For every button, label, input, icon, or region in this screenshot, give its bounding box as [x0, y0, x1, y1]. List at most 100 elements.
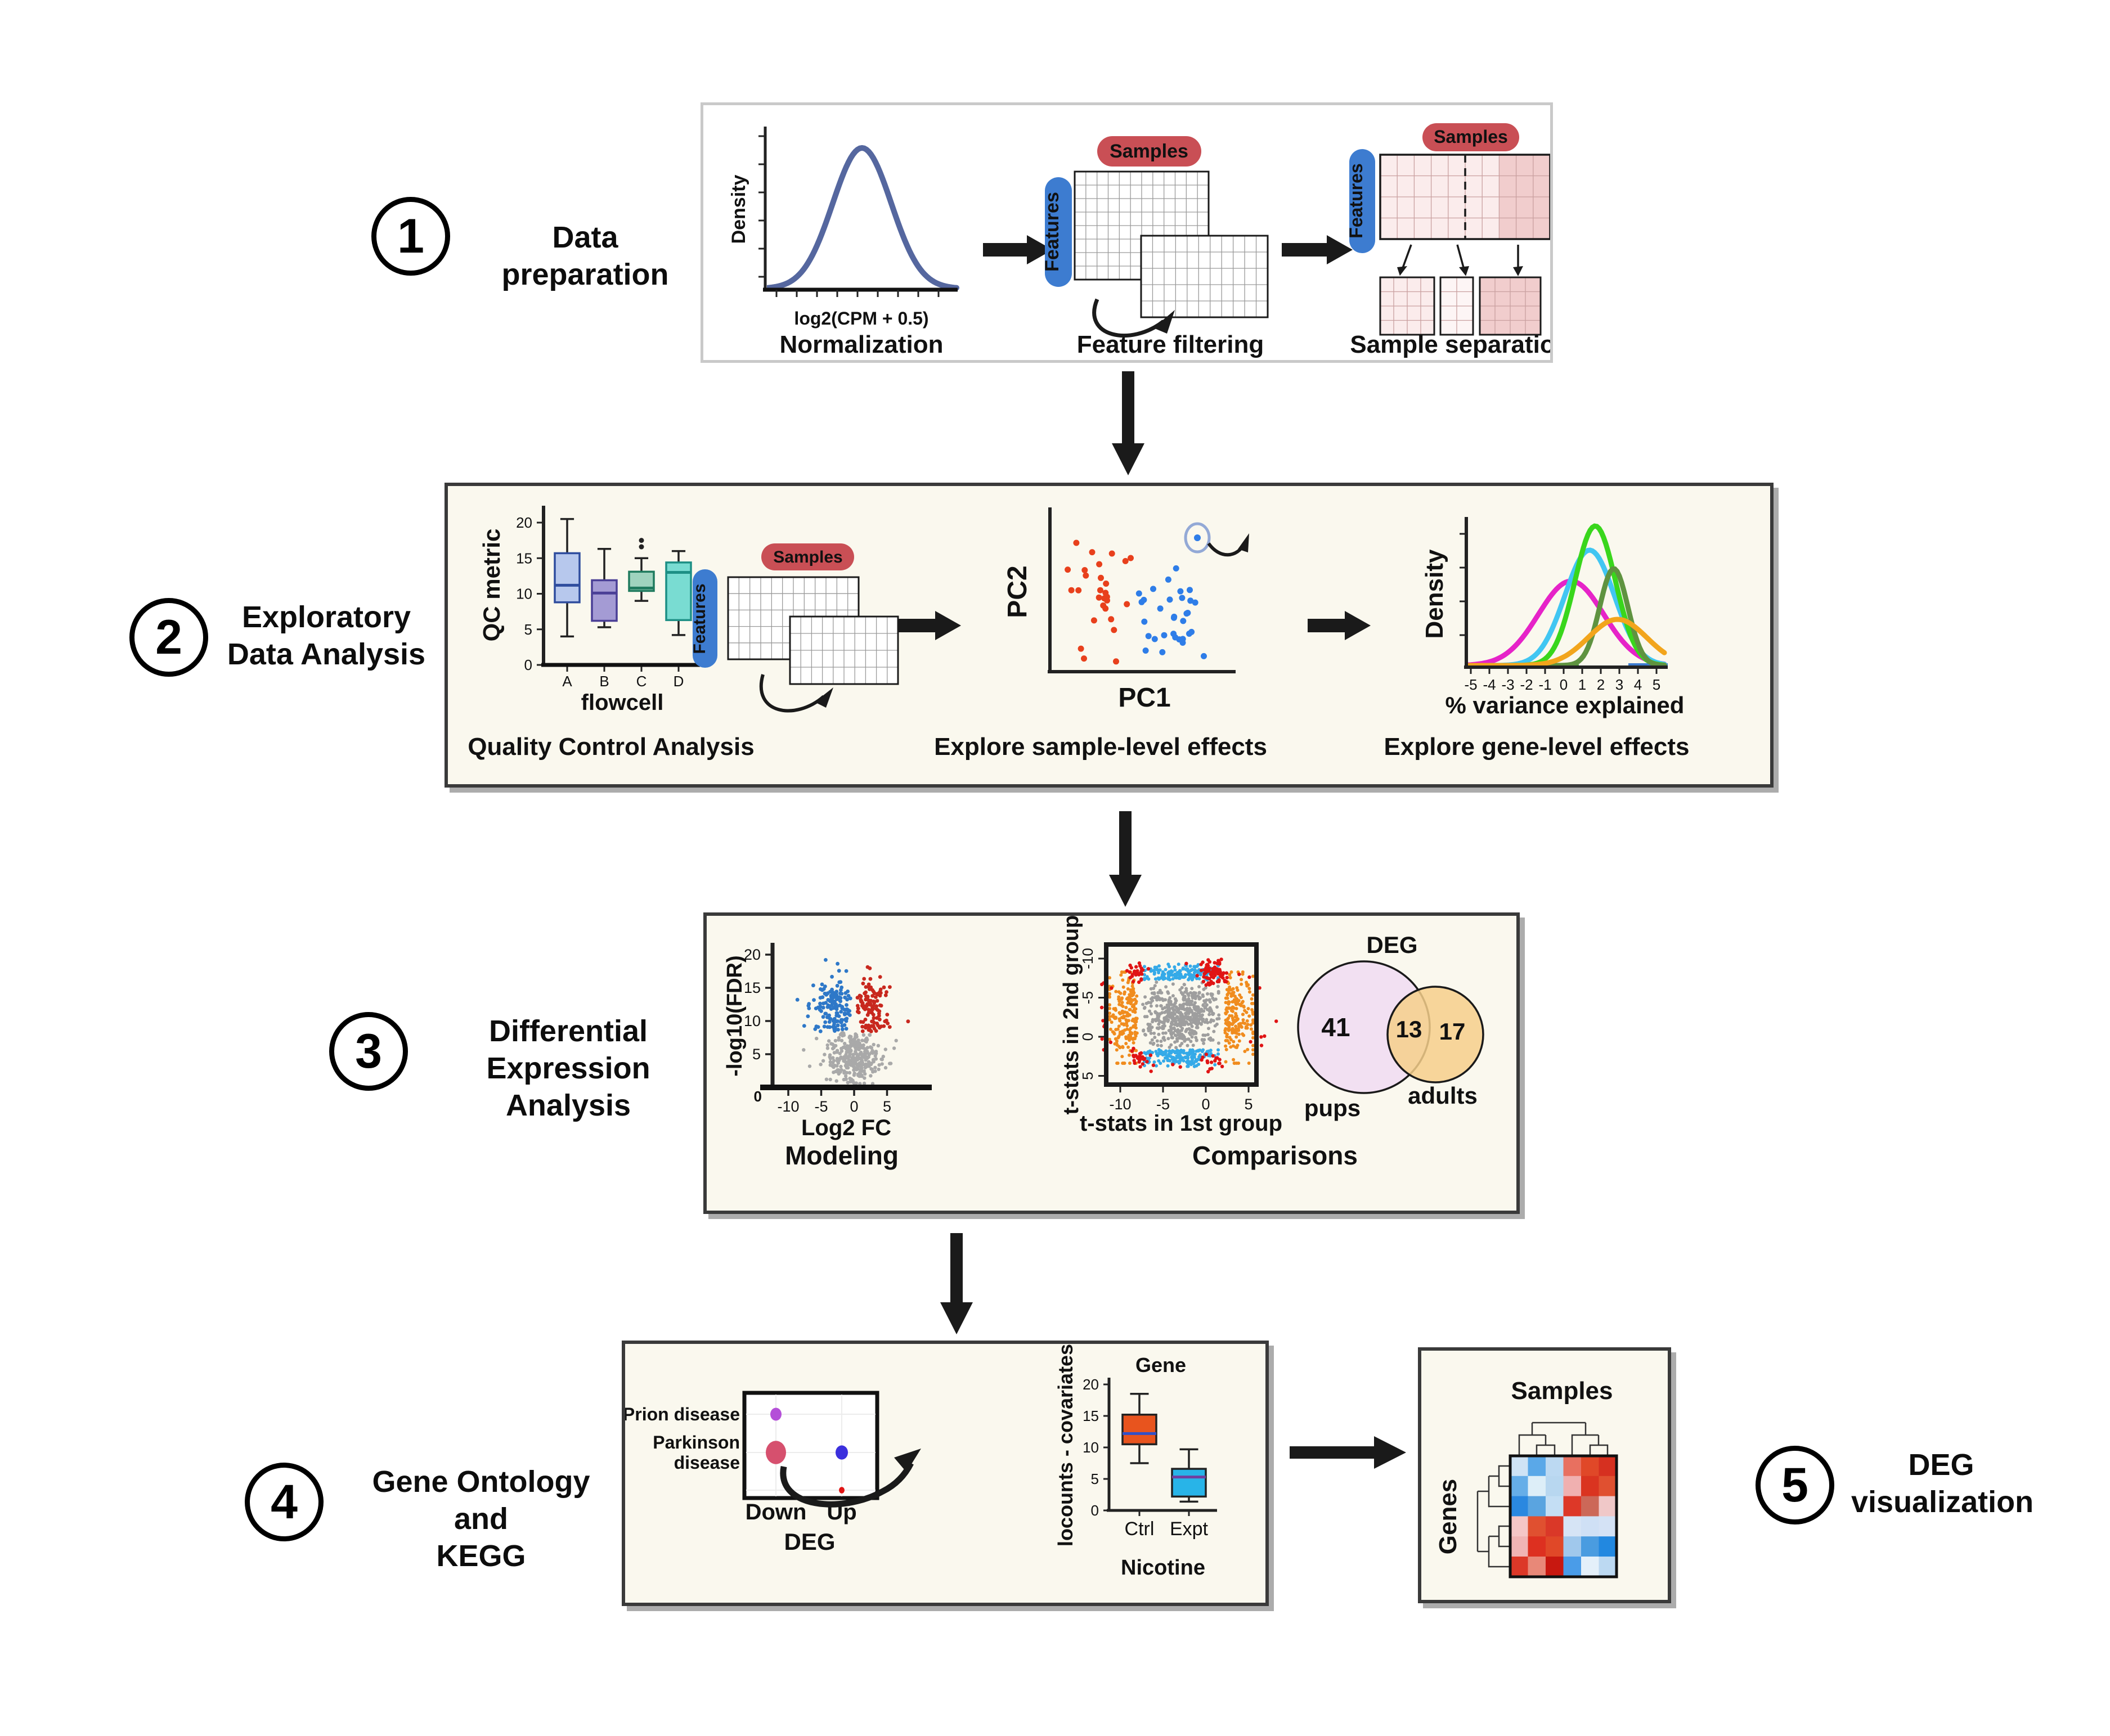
- svg-text:20: 20: [1083, 1376, 1099, 1393]
- dotplot-row2-label-line2: disease: [674, 1452, 740, 1473]
- sample-separation-caption: Sample separation: [1350, 331, 1550, 358]
- arrow-right-icon: [1282, 235, 1353, 264]
- step-4-badge: 4: [245, 1463, 324, 1541]
- samples-pill-label: Samples: [773, 548, 842, 566]
- svg-text:0: 0: [1560, 676, 1568, 693]
- normalization-caption: Normalization: [780, 331, 944, 358]
- outlier-circle-icon: [1184, 522, 1211, 554]
- arrow-right-icon: [983, 235, 1053, 264]
- density-xlabel: % variance explained: [1445, 692, 1685, 718]
- step-1-label: Data preparation: [501, 221, 669, 291]
- dotplot-row1-label: Prion disease: [625, 1404, 740, 1424]
- venn-left-value: 41: [1321, 1013, 1350, 1042]
- feature-filtering-graphic: Samples Features Feature filtering: [1041, 136, 1269, 358]
- step-4-label-line2: KEGG: [436, 1539, 526, 1573]
- volcano-origin-label: 0: [754, 1088, 762, 1105]
- qc-ylabel: QC metric: [478, 529, 505, 642]
- step-2-label-line1: Exploratory: [241, 600, 411, 634]
- volcano-caption: Modeling: [785, 1141, 899, 1170]
- volcano-ylabel: -log10(FDR): [723, 955, 747, 1076]
- pca-ylabel: PC2: [1003, 565, 1032, 618]
- step-5-label: DEG visualization: [1851, 1447, 2033, 1521]
- step-4-label: Gene Ontology and KEGG: [343, 1464, 619, 1575]
- svg-text:-5: -5: [1079, 991, 1096, 1004]
- step-2-label: Exploratory Data Analysis: [225, 599, 428, 673]
- svg-text:0: 0: [1201, 1096, 1210, 1113]
- features-pill-label: Features: [690, 583, 709, 654]
- features-pill-label: Features: [1346, 163, 1366, 238]
- svg-text:20: 20: [744, 946, 761, 963]
- svg-text:-3: -3: [1501, 676, 1514, 693]
- svg-text:5: 5: [752, 1046, 761, 1063]
- svg-text:5: 5: [1244, 1096, 1252, 1113]
- svg-text:Ctrl: Ctrl: [1125, 1518, 1155, 1540]
- svg-text:-5: -5: [1156, 1096, 1170, 1113]
- dotplot-curved-arrow-icon: [780, 1461, 914, 1508]
- heatmap-side-label: Genes: [1434, 1479, 1462, 1555]
- normalization-ylabel: Density: [728, 175, 749, 244]
- samples-pill: [761, 543, 854, 570]
- arrow-down-icon: [1109, 811, 1142, 907]
- svg-text:10: 10: [744, 1013, 761, 1029]
- arrow-right-icon: [898, 611, 961, 640]
- svg-text:5: 5: [883, 1098, 891, 1115]
- svg-text:D: D: [674, 673, 684, 690]
- arrow-down-icon: [940, 1233, 973, 1334]
- step-5-badge: 5: [1756, 1446, 1834, 1524]
- curved-arrowhead-icon: [1153, 310, 1175, 334]
- step-3-label-line2: Expression Analysis: [486, 1051, 650, 1122]
- pca-xlabel: PC1: [1118, 683, 1170, 713]
- features-pill: [693, 569, 717, 668]
- svg-text:15: 15: [516, 550, 532, 566]
- svg-text:5: 5: [1079, 1072, 1096, 1080]
- sample-separation-graphic: Samples Features Sample separation: [1346, 123, 1550, 358]
- venn-diagram: DEG 41 13 17 pups adults: [1297, 932, 1484, 1121]
- volcano-xlabel: Log2 FC: [801, 1116, 891, 1140]
- enrichment-dotplot: Prion disease Parkinson disease Down Up …: [625, 1391, 921, 1555]
- qc-caption: Quality Control Analysis: [468, 733, 754, 761]
- density-ylabel: Density: [1421, 549, 1448, 638]
- venn-title: DEG: [1366, 932, 1417, 958]
- panel-data-preparation: Density log2(CPM + 0.5) Normalization Sa…: [701, 102, 1553, 363]
- svg-text:-2: -2: [1520, 676, 1533, 693]
- svg-text:Expt: Expt: [1170, 1518, 1209, 1540]
- qc-xlabel: flowcell: [581, 690, 664, 715]
- panel-deg-heatmap: Samples Genes: [1418, 1347, 1671, 1603]
- svg-text:-5: -5: [814, 1098, 828, 1115]
- venn-overlap-value: 13: [1396, 1016, 1422, 1042]
- step-2-badge: 2: [129, 598, 208, 677]
- svg-text:10: 10: [1083, 1439, 1099, 1456]
- tstats-xlabel: t-stats in 1st group: [1080, 1111, 1282, 1136]
- data-preparation-graphics: Density log2(CPM + 0.5) Normalization Sa…: [728, 123, 1550, 358]
- column-dendrogram: [1518, 1422, 1609, 1456]
- step-2-label-line2: Data Analysis: [227, 637, 426, 671]
- svg-text:-4: -4: [1483, 676, 1496, 693]
- heatmap-border: [1509, 1454, 1618, 1578]
- svg-text:1: 1: [1578, 676, 1586, 693]
- dotplot-col1-label: Down: [746, 1500, 807, 1524]
- svg-text:5: 5: [524, 621, 532, 638]
- svg-text:C: C: [636, 673, 647, 690]
- dotplot-row2-label-line1: Parkinson: [653, 1432, 740, 1452]
- pca-caption: Explore sample-level effects: [934, 733, 1267, 761]
- svg-text:2: 2: [1597, 676, 1605, 693]
- svg-text:-10: -10: [777, 1098, 799, 1115]
- tstats-ylabel: t-stats in 2nd group: [1060, 916, 1083, 1114]
- samples-pill: [1422, 123, 1519, 151]
- curved-arrowhead-icon: [815, 687, 833, 708]
- gene-boxplot-title: Gene: [1135, 1353, 1186, 1377]
- normalization-plot: Density log2(CPM + 0.5) Normalization: [728, 127, 959, 358]
- row-dendrogram: [1476, 1465, 1510, 1568]
- heatmap-graphics: Samples Genes: [1434, 1377, 1618, 1578]
- arrow-right-icon: [1290, 1436, 1406, 1469]
- gene-boxplot-xlabel: Nicotine: [1121, 1556, 1205, 1580]
- arrow-right-icon: [1308, 611, 1371, 640]
- step-3-label: Differential Expression Analysis: [430, 1013, 706, 1125]
